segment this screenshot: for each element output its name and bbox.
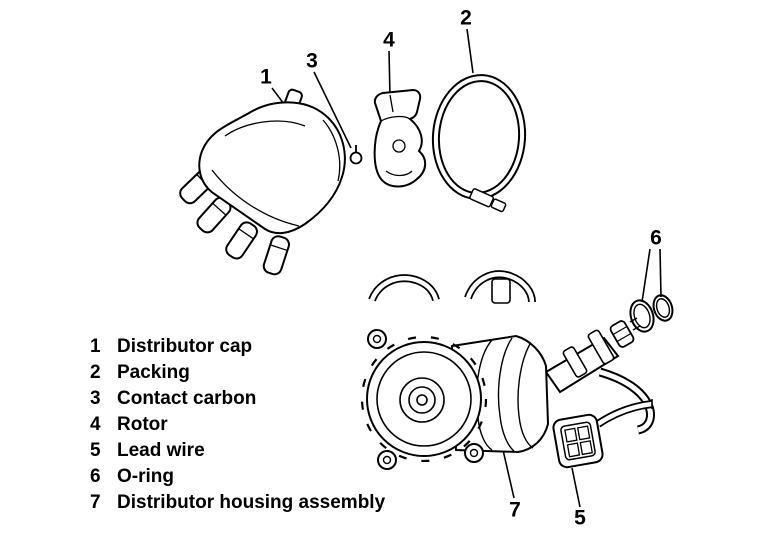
leader-line-7 xyxy=(502,449,515,499)
leader-line-6b xyxy=(659,248,662,298)
o-ring-drawing xyxy=(629,294,674,333)
legend-item-rotor: 4 Rotor xyxy=(90,412,385,438)
legend-label: O-ring xyxy=(117,466,174,487)
legend-item-distributor-housing-assembly: 7 Distributor housing assembly xyxy=(90,490,385,516)
callout-2: 2 xyxy=(460,6,472,30)
leader-line-4 xyxy=(388,50,391,98)
contact-carbon-drawing xyxy=(349,145,363,165)
leader-line-3 xyxy=(313,71,352,149)
leader-line-2 xyxy=(466,28,474,74)
legend-item-packing: 2 Packing xyxy=(90,360,385,386)
legend-label: Rotor xyxy=(117,414,168,435)
leader-lines xyxy=(271,28,662,508)
legend-number: 3 xyxy=(90,388,101,409)
lead-wire-drawing xyxy=(552,399,653,469)
callout-6: 6 xyxy=(650,226,662,250)
legend-item-o-ring: 6 O-ring xyxy=(90,464,385,490)
legend-label: Contact carbon xyxy=(117,388,257,409)
callout-3: 3 xyxy=(306,49,318,73)
callout-1: 1 xyxy=(260,65,272,89)
legend-label: Distributor housing assembly xyxy=(117,492,386,513)
callout-4: 4 xyxy=(383,28,395,52)
parts-legend: 1 Distributor cap 2 Packing 3 Contact ca… xyxy=(90,334,385,516)
packing-drawing xyxy=(431,74,527,213)
legend-item-contact-carbon: 3 Contact carbon xyxy=(90,386,385,412)
legend-number: 7 xyxy=(90,492,101,513)
legend-number: 4 xyxy=(90,414,101,435)
leader-line-5 xyxy=(571,467,581,508)
legend-label: Lead wire xyxy=(117,440,205,461)
legend-number: 1 xyxy=(90,336,101,357)
legend-label: Packing xyxy=(117,362,190,383)
distributor-cap-drawing xyxy=(179,88,346,276)
leader-line-6a xyxy=(641,248,651,303)
distributor-housing-drawing xyxy=(360,270,655,470)
legend-item-distributor-cap: 1 Distributor cap xyxy=(90,334,385,360)
callout-7: 7 xyxy=(509,498,521,522)
callout-5: 5 xyxy=(574,506,586,530)
rotor-drawing xyxy=(373,88,427,188)
legend-number: 2 xyxy=(90,362,101,383)
legend-number: 5 xyxy=(90,440,101,461)
legend-item-lead-wire: 5 Lead wire xyxy=(90,438,385,464)
legend-label: Distributor cap xyxy=(117,336,253,357)
legend-number: 6 xyxy=(90,466,101,487)
